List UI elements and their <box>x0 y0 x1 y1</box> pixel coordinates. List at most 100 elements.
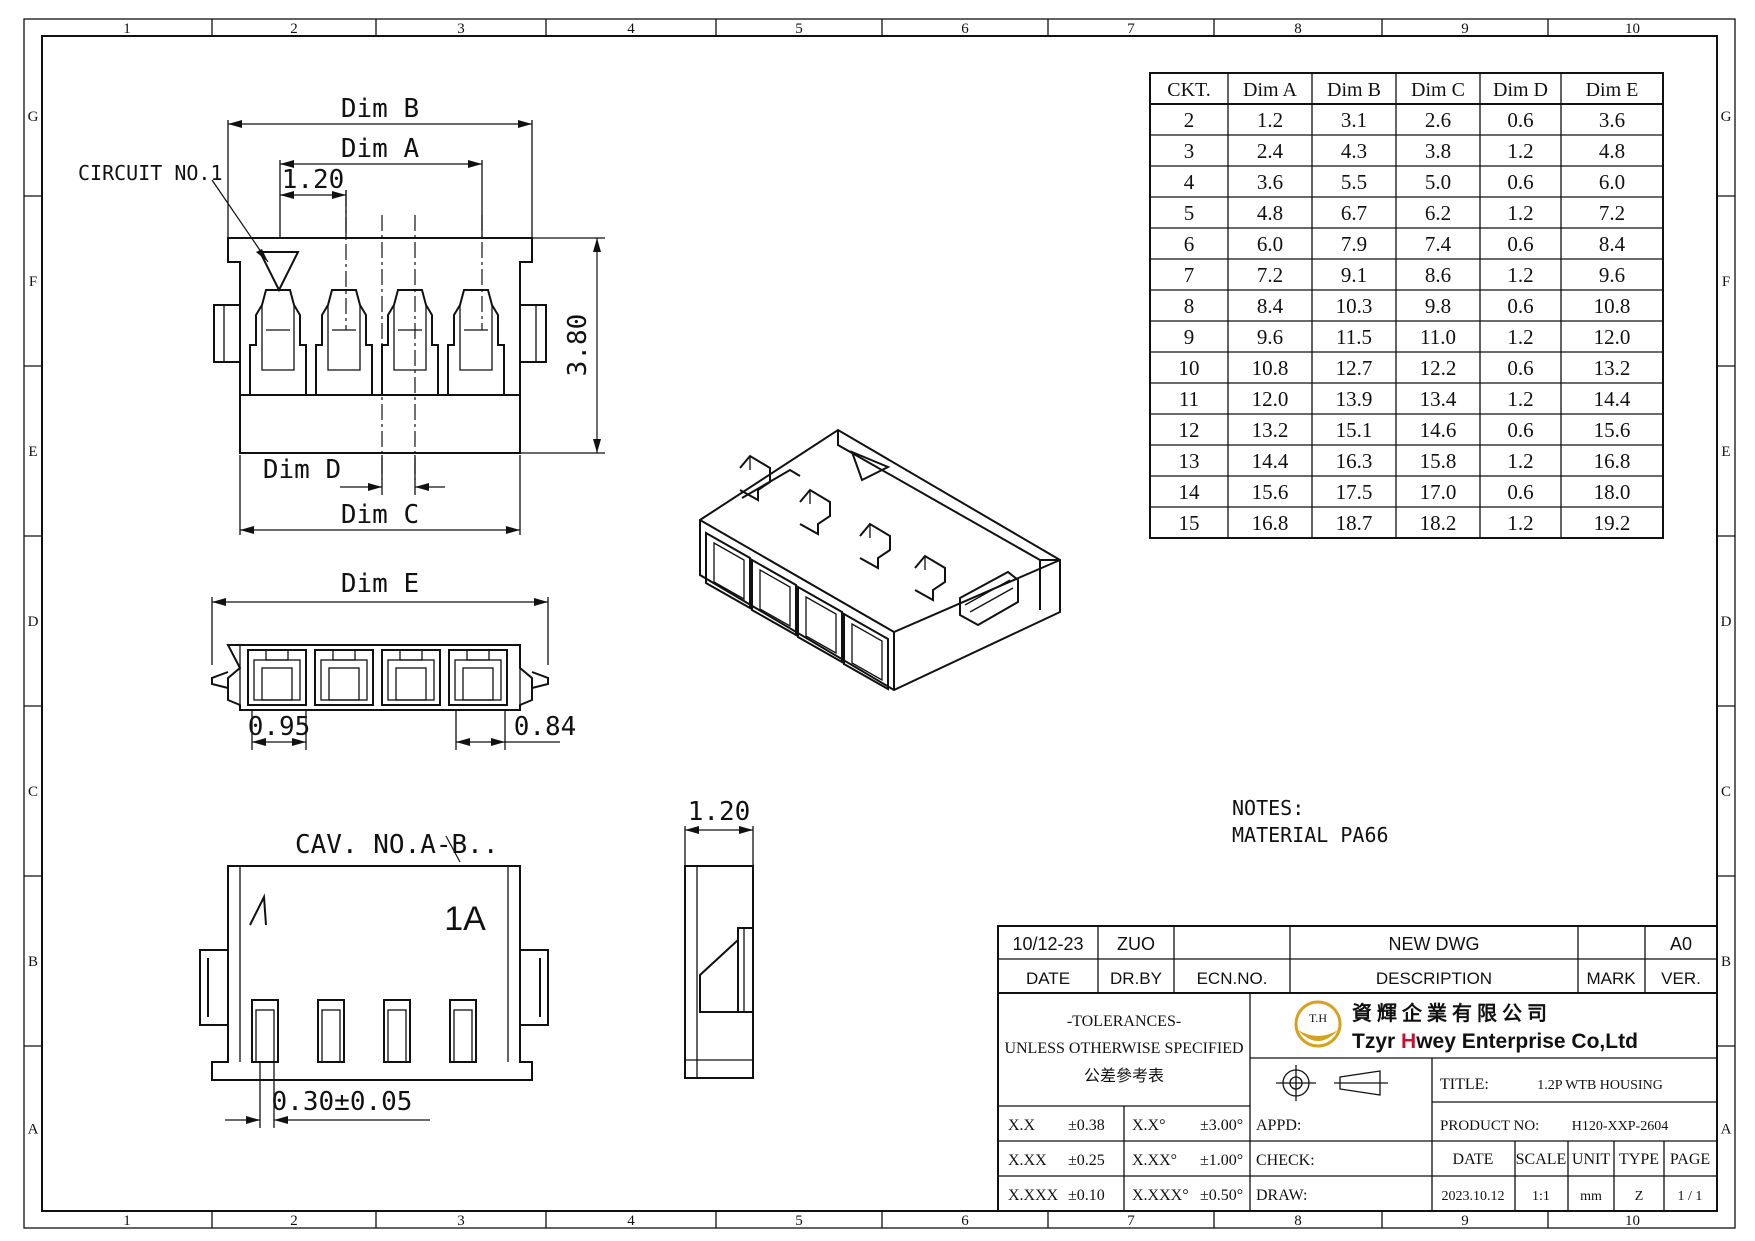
tolerance-cell: ±3.00° <box>1200 1117 1243 1134</box>
outer-frame <box>23 18 1736 1229</box>
circuit-1-triangle <box>258 251 300 293</box>
dim-table-cell: 12.0 <box>1594 325 1631 349</box>
zone-col-bottom: 3 <box>457 1213 465 1229</box>
dim-table-cell: 9.1 <box>1341 263 1367 287</box>
dim-table-cell: 5.5 <box>1341 170 1367 194</box>
title-label: TITLE: <box>1440 1076 1489 1093</box>
tolerance-cell: X.XX° <box>1132 1152 1177 1169</box>
dim-table-cell: 4 <box>1184 170 1195 194</box>
dim-table-cell: 3.6 <box>1599 108 1625 132</box>
dim-table-cell: 5 <box>1184 201 1195 225</box>
dim-table-cell: 18.0 <box>1594 480 1631 504</box>
dim-table-cell: 7.2 <box>1257 263 1283 287</box>
dim-table-cell: 9 <box>1184 325 1195 349</box>
front-cavity <box>314 649 374 706</box>
info-value: mm <box>1580 1189 1602 1204</box>
header-date: DATE <box>1026 969 1070 988</box>
check-label: CHECK: <box>1256 1152 1315 1169</box>
dim-table-cell: 1.2 <box>1507 449 1533 473</box>
iso-cavity <box>843 612 889 691</box>
tolerance-cell: ±0.10 <box>1068 1187 1105 1204</box>
front-cavity <box>247 649 307 706</box>
info-value: Z <box>1635 1189 1644 1204</box>
dim-table-cell: 7.2 <box>1599 201 1625 225</box>
header-mark: MARK <box>1586 969 1636 988</box>
pitch-label: 1.20 <box>282 165 345 195</box>
dim-table-cell: 0.6 <box>1507 294 1533 318</box>
dim-table-cell: 1.2 <box>1507 511 1533 535</box>
zone-row-left: B <box>28 954 38 970</box>
front-cavity <box>448 649 508 706</box>
dim-table-cell: 4.8 <box>1599 139 1625 163</box>
dim-table-cell: 14.6 <box>1420 418 1457 442</box>
draw-label: DRAW: <box>1256 1187 1307 1204</box>
dim-table-cell: 3 <box>1184 139 1195 163</box>
dim-table-cell: 11 <box>1179 387 1199 411</box>
tolerance-cell: X.XXX° <box>1132 1187 1189 1204</box>
dim-table-cell: 6.7 <box>1341 201 1367 225</box>
dim-table-cell: 0.6 <box>1507 108 1533 132</box>
zone-row-right: G <box>1721 109 1732 125</box>
zone-row-left: C <box>28 784 38 800</box>
company-chinese-name: 資 輝 企 業 有 限 公 司 <box>1352 1001 1547 1025</box>
top-slot <box>249 289 307 395</box>
dim-table-cell: 7.9 <box>1341 232 1367 256</box>
tolerances-chinese: 公差參考表 <box>1084 1067 1164 1085</box>
zone-col-top: 8 <box>1294 21 1302 37</box>
rev-date: 10/12-23 <box>1012 934 1083 954</box>
zone-row-left: G <box>28 109 39 125</box>
cavity-mark-1a: 1A <box>444 900 486 938</box>
dim-table-cell: 15.6 <box>1252 480 1289 504</box>
zone-col-bottom: 6 <box>961 1213 969 1229</box>
info-header: SCALE <box>1516 1151 1567 1168</box>
zone-col-bottom: 9 <box>1461 1213 1469 1229</box>
dim-table-cell: 8.6 <box>1425 263 1451 287</box>
info-header: UNIT <box>1572 1151 1610 1168</box>
notes-material: MATERIAL PA66 <box>1232 823 1389 847</box>
dim-table-cell: 6.2 <box>1425 201 1451 225</box>
zone-row-left: D <box>28 614 39 630</box>
dim-d-label: Dim D <box>263 455 341 485</box>
top-view: Dim B Dim A CIRCUIT NO.1 1.20 3.80 Dim D… <box>78 94 605 535</box>
zone-col-bottom: 10 <box>1625 1213 1640 1229</box>
dim-table-cell: 4.3 <box>1341 139 1367 163</box>
iso-cavity <box>705 531 751 610</box>
appd-label: APPD: <box>1256 1117 1301 1134</box>
dim-table-header: Dim E <box>1586 79 1639 101</box>
logo-text: T.H <box>1309 1011 1327 1025</box>
tolerance-cell: ±0.50° <box>1200 1187 1243 1204</box>
dim-table-cell: 1.2 <box>1507 263 1533 287</box>
projection-symbol <box>1276 1065 1388 1101</box>
tolerance-cell: ±0.25 <box>1068 1152 1105 1169</box>
dim-table-cell: 14.4 <box>1594 387 1631 411</box>
dim-table-cell: 0.6 <box>1507 356 1533 380</box>
info-value: 1:1 <box>1532 1189 1550 1204</box>
zone-col-top: 7 <box>1127 21 1135 37</box>
circuit-no-label: CIRCUIT NO.1 <box>78 161 223 185</box>
tolerance-cell: ±0.38 <box>1068 1117 1105 1134</box>
dim-table-cell: 7.4 <box>1425 232 1452 256</box>
dim-table-header: Dim A <box>1243 79 1297 101</box>
dim-table-cell: 14 <box>1179 480 1201 504</box>
dim-table-cell: 9.6 <box>1257 325 1283 349</box>
iso-rib <box>914 554 946 602</box>
zone-row-right: C <box>1721 784 1731 800</box>
product-no-value: H120-XXP-2604 <box>1572 1119 1668 1134</box>
zone-col-bottom: 5 <box>795 1213 803 1229</box>
dim-table-cell: 11.5 <box>1336 325 1372 349</box>
dim-table-cell: 17.0 <box>1420 480 1457 504</box>
dim-table-cell: 13.4 <box>1420 387 1457 411</box>
dim-table-cell: 12.2 <box>1420 356 1457 380</box>
dim-table-cell: 2 <box>1184 108 1195 132</box>
dim-table-cell: 3.6 <box>1257 170 1283 194</box>
dim-a-label: Dim A <box>341 134 420 164</box>
dim-table-cell: 16.8 <box>1594 449 1631 473</box>
zone-col-bottom: 1 <box>123 1213 131 1229</box>
dim-table-cell: 15.6 <box>1594 418 1631 442</box>
rev-version: A0 <box>1670 934 1692 954</box>
dim-table-cell: 10.8 <box>1252 356 1289 380</box>
dim-table-cell: 4.8 <box>1257 201 1283 225</box>
dim-table-cell: 0.6 <box>1507 232 1533 256</box>
zone-col-top: 3 <box>457 21 465 37</box>
